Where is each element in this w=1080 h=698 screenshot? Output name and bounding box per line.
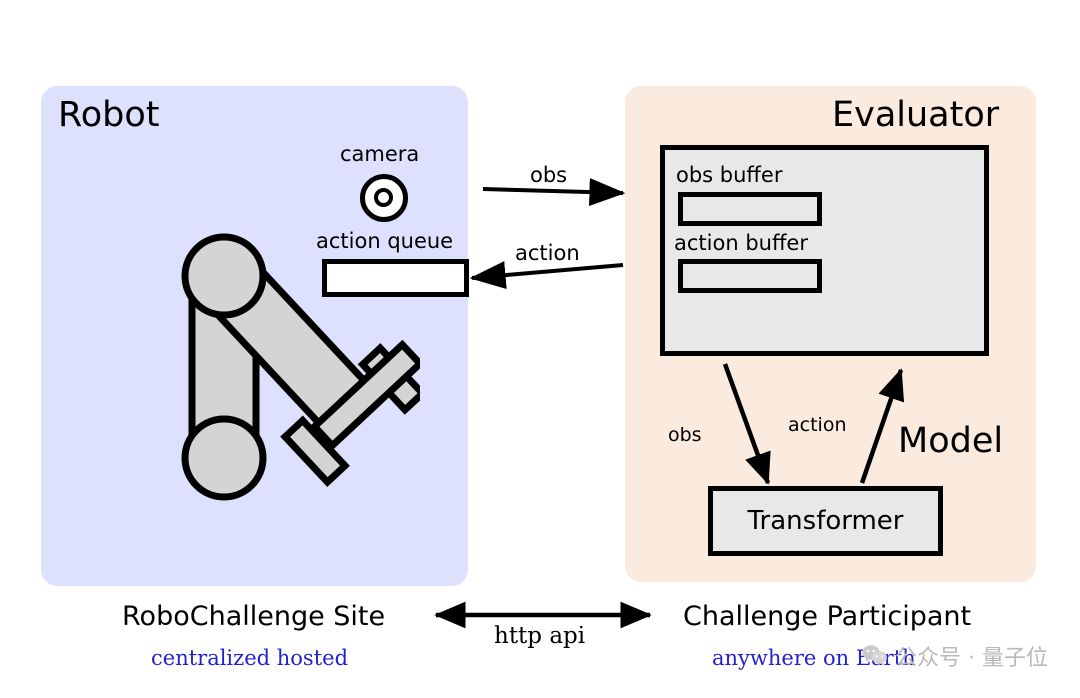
evaluator-panel-title: Evaluator	[832, 95, 1000, 135]
obs-buffer-label: obs buffer	[676, 163, 783, 187]
action-buffer-label: action buffer	[674, 231, 808, 255]
action-arrow	[469, 261, 624, 290]
centralized-hosted-label: centralized hosted	[151, 646, 349, 670]
camera-inner-lens	[374, 188, 393, 207]
challenge-participant-label: Challenge Participant	[683, 601, 972, 632]
robochallenge-site-label: RoboChallenge Site	[122, 601, 386, 632]
action-buffer-box	[678, 259, 822, 293]
wechat-icon	[862, 645, 887, 666]
action-queue-box	[322, 259, 469, 297]
evaluator-buffers-box	[660, 145, 989, 356]
robot-arm-icon	[181, 233, 420, 501]
robot-panel-title: Robot	[58, 95, 160, 135]
camera-label: camera	[340, 142, 420, 166]
action-queue-label: action queue	[316, 229, 454, 253]
model-action-label: action	[788, 414, 847, 436]
obs-buffer-box	[678, 192, 822, 226]
http-api-label: http api	[494, 623, 586, 649]
watermark: 公众号 · 量子位	[862, 640, 1048, 672]
model-title: Model	[898, 421, 1004, 461]
action-arrow-label: action	[515, 241, 580, 265]
camera-lens-icon	[360, 174, 408, 222]
obs-arrow	[482, 178, 626, 207]
watermark-text: 公众号 · 量子位	[895, 646, 1048, 671]
transformer-box: Transformer	[708, 486, 943, 556]
model-obs-label: obs	[668, 424, 702, 446]
transformer-label: Transformer	[747, 506, 904, 536]
obs-arrow-label: obs	[530, 163, 568, 187]
